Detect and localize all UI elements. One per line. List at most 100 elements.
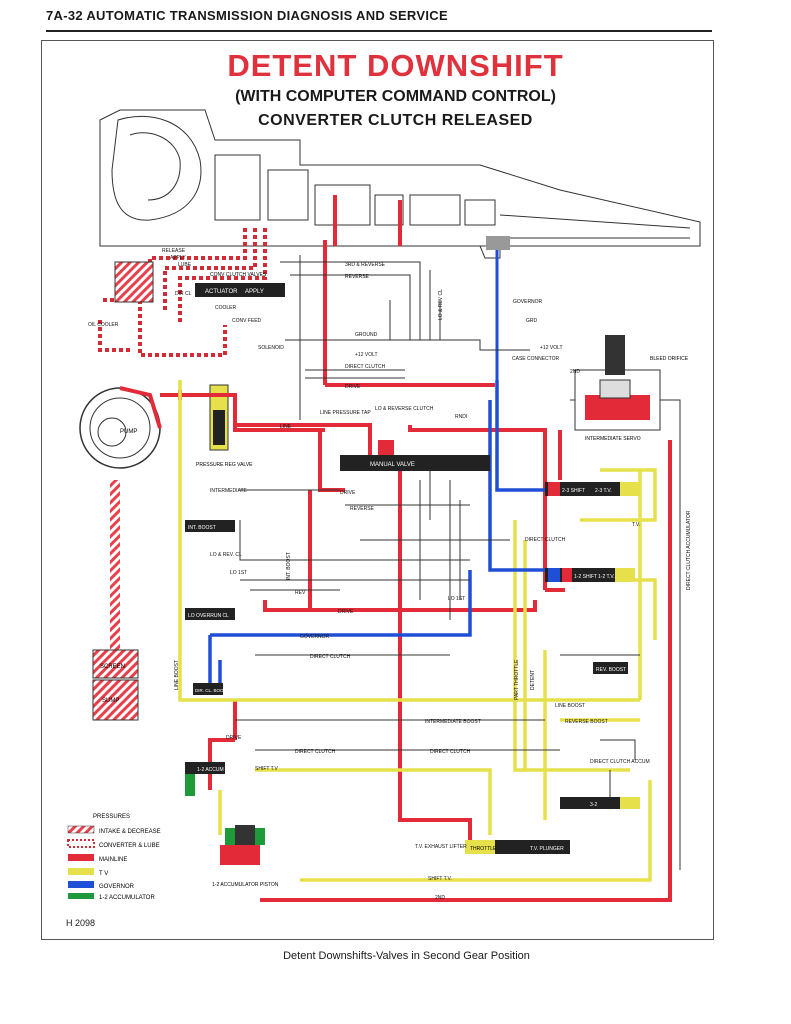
lo-1st-label: LO 1ST	[230, 570, 247, 576]
diagram-subtitle: (WITH COMPUTER COMMAND CONTROL)	[235, 88, 556, 105]
reverse-boost-label: REVERSE BOOST	[565, 719, 608, 725]
detent-label: DETENT	[530, 670, 536, 690]
rev-boost-valve: REV. BOOST	[593, 662, 628, 674]
int-boost-valve: INT. BOOST	[185, 520, 235, 532]
sump-label: SUMP	[102, 698, 119, 704]
release-label: RELEASE	[162, 248, 186, 254]
legend-label-governor: GOVERNOR	[99, 884, 135, 890]
one-two-accumulator-piston	[220, 825, 265, 865]
shift-tv-label: SHIFT T.V	[255, 766, 279, 772]
throttle-valve: THROTTLE T.V. PLUNGER	[465, 840, 570, 854]
two-nd-label: 2ND	[435, 895, 445, 901]
direct-clutch-label: DIRECT CLUTCH	[345, 364, 386, 370]
solenoid-label: SOLENOID	[258, 345, 284, 351]
governor-b-label: GOVERNOR	[300, 634, 330, 640]
plus12v-b-label: +12 VOLT	[355, 352, 378, 358]
diagram-title: DETENT DOWNSHIFT	[227, 48, 564, 83]
legend: PRESSURES INTAKE & DECREASE CONVERTER & …	[67, 814, 161, 901]
apply-valve-label: APPLY	[245, 289, 264, 295]
oil-cooler-label: OIL COOLER	[88, 322, 119, 328]
lo-1st-b-label: LO 1ST	[448, 596, 465, 602]
svg-text:2-3 T.V.: 2-3 T.V.	[595, 488, 612, 494]
line-pressure-tap-label: LINE PRESSURE TAP	[320, 410, 371, 416]
direct-clutch-e-label: DIRECT CLUTCH	[525, 537, 566, 543]
cooler-label: COOLER	[215, 305, 237, 311]
oil-cooler-block	[114, 261, 154, 303]
conv-feed-label: CONV FEED	[232, 318, 262, 324]
bleed-orifice-label: BLEED ORIFICE	[650, 356, 689, 362]
exhaust-lines	[235, 255, 681, 870]
reverse-b-label: REVERSE	[350, 506, 375, 512]
legend-swatch-accumulator	[68, 893, 94, 899]
lo-overrun-valve: LO OVERRUN CL	[185, 608, 235, 620]
drive-c-label: DRIVE	[338, 609, 354, 615]
legend-swatch-intake	[67, 825, 95, 834]
svg-text:1-2 ACCUM: 1-2 ACCUM	[197, 767, 224, 773]
drive-b-label: DRIVE	[340, 490, 356, 496]
line-boost-label: LINE BOOST	[555, 703, 585, 709]
shift-tv-b-label: SHIFT T.V.	[428, 876, 452, 882]
legend-label-accumulator: 1-2 ACCUMULATOR	[99, 895, 155, 901]
svg-text:T.V. PLUNGER: T.V. PLUNGER	[530, 846, 564, 852]
legend-swatch-mainline	[68, 854, 94, 861]
ground-label: GROUND	[355, 332, 378, 338]
figure-caption: Detent Downshifts-Valves in Second Gear …	[283, 950, 530, 962]
one-two-accumulator-piston-label: 1-2 ACCUMULATOR PISTON	[212, 882, 279, 888]
legend-label-mainline: MAINLINE	[99, 857, 127, 863]
line-label: LINE	[280, 424, 292, 430]
svg-text:THROTTLE: THROTTLE	[470, 846, 497, 852]
one-two-accum: 1-2 ACCUM	[185, 762, 225, 796]
screen-block	[92, 649, 139, 679]
one-two-shift-valve: 1-2 SHIFT 1-2 T.V.	[545, 568, 635, 582]
two-three-shift-valve: 2-3 SHIFT 2-3 T.V.	[545, 482, 640, 496]
figure-id: H 2098	[66, 918, 96, 928]
conv-clutch-valve-body	[195, 283, 285, 297]
svg-text:2-3 SHIFT: 2-3 SHIFT	[562, 488, 585, 494]
mainline-network	[160, 240, 672, 902]
manual-valve	[340, 455, 490, 471]
actuator-label: ACTUATOR	[205, 289, 238, 295]
three-two-valve: 3-2	[560, 797, 640, 809]
plus12v-label: +12 VOLT	[540, 345, 563, 351]
drive-label: DRIVE	[345, 384, 361, 390]
apply-label: APPLY	[170, 255, 186, 261]
reverse-label: REVERSE	[345, 274, 370, 280]
legend-label-tv: T V	[99, 871, 108, 877]
legend-swatch-governor	[68, 881, 94, 888]
pressure-reg-valve-label: PRESSURE REG VALVE	[196, 462, 253, 468]
direct-clutch-d-label: DIRECT CLUTCH	[430, 749, 471, 755]
conv-clutch-valves-label: CONV CLUTCH VALVES	[210, 272, 267, 278]
svg-text:1-2 SHIFT: 1-2 SHIFT	[574, 574, 597, 580]
sump-block	[92, 679, 139, 721]
dir-cl-boost-valve: DIR. CL. BOOST	[193, 683, 230, 695]
lube-label: LUBE	[178, 262, 192, 268]
tv-exhaust-lifter-label: T.V. EXHAUST LIFTER	[415, 844, 467, 850]
third-reverse-label: 3RD & REVERSE	[345, 262, 386, 268]
direct-clutch-b-label: DIRECT CLUTCH	[310, 654, 351, 660]
lo-rev-clutch-label: LO & REVERSE CLUTCH	[375, 406, 434, 412]
legend-swatch-tv	[68, 868, 94, 875]
lo-rev-cl-label: LO & REV. CL	[210, 552, 242, 558]
boost-v-label: INT. BOOST	[286, 552, 292, 580]
dir-cl-label: DIR CL	[175, 291, 192, 297]
transmission-outline	[99, 109, 701, 259]
screen-label: SCREEN	[100, 664, 125, 670]
svg-text:3-2: 3-2	[590, 802, 597, 808]
header-rule	[46, 30, 712, 32]
pump	[79, 386, 162, 469]
intermediate-servo-label: INTERMEDIATE SERVO	[585, 436, 641, 442]
pump-label: PUMP	[120, 429, 137, 435]
rev-label: REV	[295, 590, 306, 596]
grd-label: GRD	[526, 318, 538, 324]
intermediate-servo	[574, 335, 661, 431]
direct-clutch-accum-label: DIRECT CLUTCH ACCUM	[590, 759, 650, 765]
direct-clutch-c-label: DIRECT CLUTCH	[295, 749, 336, 755]
intermediate-label: INTERMEDIATE	[210, 488, 248, 494]
svg-text:DIR. CL. BOOST: DIR. CL. BOOST	[195, 688, 230, 693]
legend-heading: PRESSURES	[93, 814, 130, 820]
pressure-reg-valve-core	[213, 410, 225, 445]
legend-label-converter: CONVERTER & LUBE	[99, 843, 160, 849]
intake-passage	[110, 480, 120, 650]
svg-text:LO OVERRUN CL: LO OVERRUN CL	[188, 613, 229, 619]
tv-label: T.V.	[632, 522, 640, 528]
